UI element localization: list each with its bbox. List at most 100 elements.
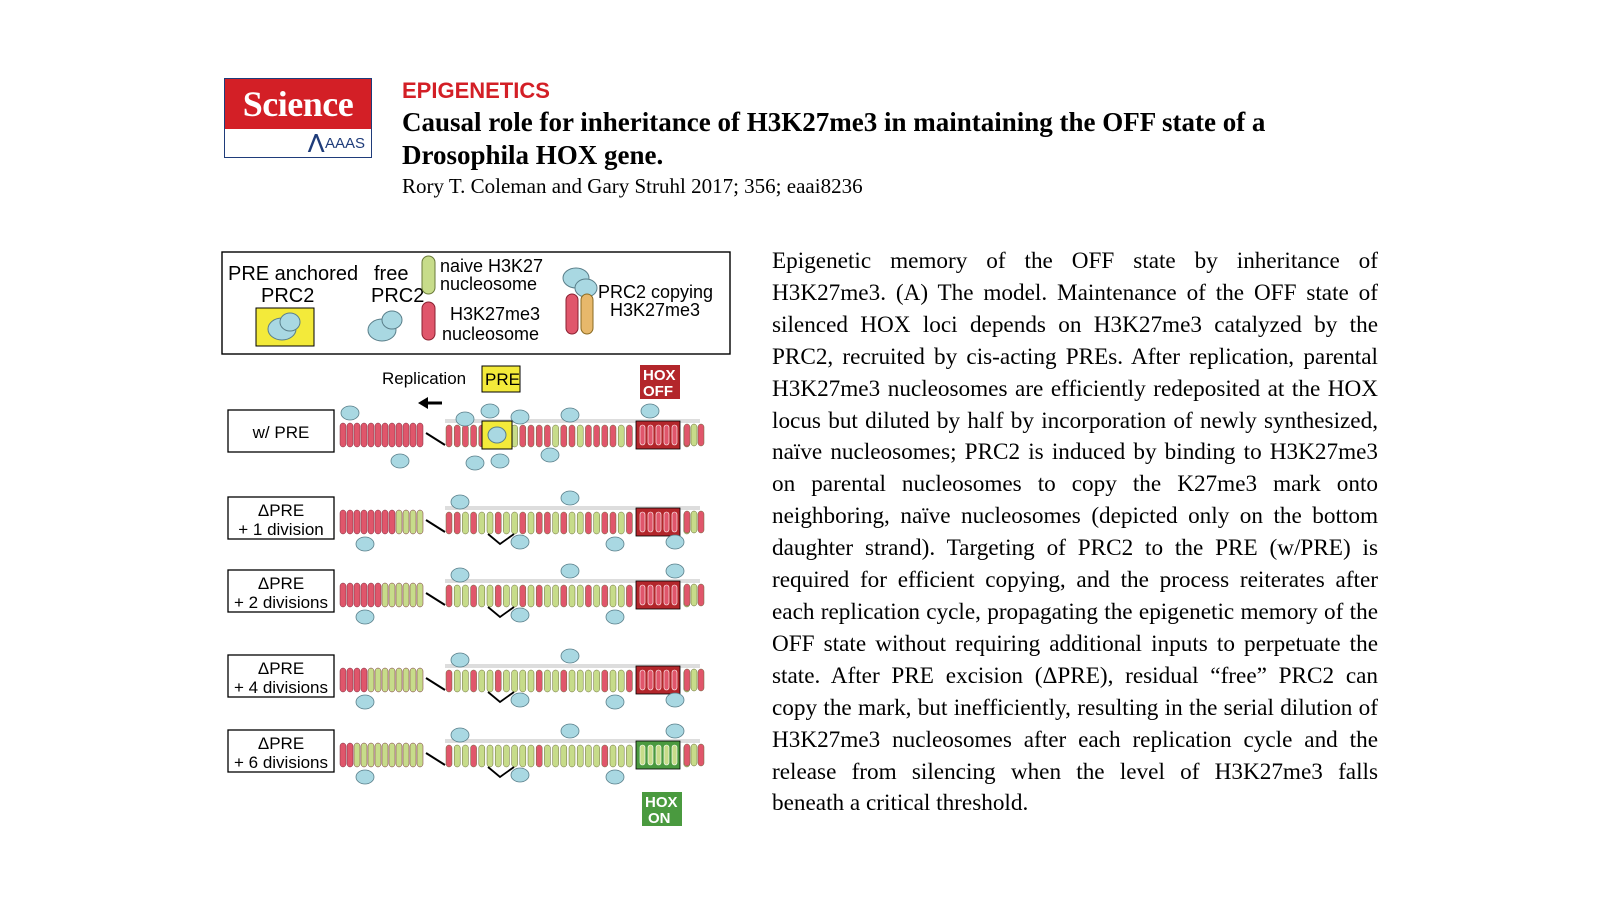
prc2-complex	[355, 609, 375, 625]
prc2-complex	[560, 490, 580, 506]
hox-on-box	[642, 792, 682, 826]
nucleosome	[360, 422, 368, 448]
row-label: ΔPRE	[258, 734, 304, 753]
nucleosome	[409, 422, 417, 448]
nucleosome	[593, 511, 600, 535]
nucleosome	[339, 422, 347, 448]
model-figure: PRE anchored PRC2 free PRC2 naive H3K27 …	[220, 250, 740, 850]
nucleosome	[552, 669, 559, 693]
nucleosome	[626, 669, 633, 693]
nucleosome	[374, 422, 382, 448]
legend-me3-2: nucleosome	[442, 324, 539, 344]
row-label-box	[227, 496, 335, 540]
science-logo: Science ⋀AAAS	[224, 78, 372, 158]
nucleosome	[576, 424, 584, 448]
prc2-complex	[510, 692, 530, 708]
nucleosome	[527, 744, 535, 768]
prc2-complex	[450, 494, 470, 510]
hox-nucleosome	[671, 744, 678, 766]
hox-off-line1: HOX	[643, 367, 676, 384]
nucleosome	[367, 509, 375, 535]
nucleosome	[617, 584, 625, 608]
nucleosome	[416, 422, 424, 448]
nucleosome	[339, 582, 347, 608]
nucleosome	[697, 743, 705, 767]
nucleosome	[511, 584, 518, 608]
nucleosome	[486, 744, 494, 768]
row-label: ΔPRE	[258, 659, 304, 678]
nucleosome	[560, 424, 568, 448]
dna-strand	[425, 677, 446, 691]
nucleosome	[462, 744, 469, 768]
nucleosome	[552, 424, 559, 448]
hox-nucleosome	[671, 669, 678, 691]
nucleosome	[626, 511, 633, 535]
nucleosome	[535, 669, 543, 693]
nucleosome	[697, 583, 705, 607]
nucleosome	[690, 668, 698, 692]
nucleosome	[339, 742, 347, 768]
hox-nucleosome	[639, 511, 646, 533]
nucleosome	[527, 424, 535, 448]
nucleosome	[486, 669, 494, 693]
nucleosome	[486, 511, 494, 535]
nucleosome	[470, 584, 477, 608]
prc2-complex	[605, 609, 625, 625]
nucleosome	[388, 742, 396, 768]
nucleosome	[585, 584, 592, 608]
pre-label-box	[481, 365, 521, 393]
nucleosome	[544, 424, 551, 448]
citation: Rory T. Coleman and Gary Struhl 2017; 35…	[402, 174, 863, 198]
nucleosome	[519, 744, 527, 768]
nucleosome	[395, 742, 403, 768]
nucleosome	[486, 584, 494, 608]
nucleosome	[445, 424, 453, 448]
nucleosome	[346, 509, 354, 535]
nucleosome	[503, 669, 510, 693]
nucleosome	[353, 509, 361, 535]
nucleosome	[593, 584, 600, 608]
nucleosome	[339, 667, 347, 693]
nucleosome	[609, 584, 617, 608]
nucleosome	[503, 511, 510, 535]
nucleosome	[560, 669, 568, 693]
nucleosome	[402, 509, 410, 535]
nucleosome	[560, 511, 568, 535]
prc2-anchored	[487, 426, 507, 444]
nucleosome	[395, 582, 403, 608]
hox-nucleosome	[639, 744, 646, 766]
pre-excision-gap	[487, 766, 515, 779]
paper-title: Causal role for inheritance of H3K27me3 …	[402, 107, 1266, 170]
nucleosome	[416, 742, 424, 768]
nucleosome	[388, 667, 396, 693]
nucleosome	[395, 509, 403, 535]
hox-nucleosome	[655, 424, 662, 446]
nucleosome	[445, 511, 453, 535]
hox-nucleosome	[655, 511, 662, 533]
nucleosome	[585, 424, 592, 448]
prc2-complex	[605, 769, 625, 785]
hox-nucleosome	[639, 584, 646, 606]
nucleosome	[409, 582, 417, 608]
legend-pre-anchored: PRE anchored	[228, 263, 358, 285]
row-label: ΔPRE	[258, 574, 304, 593]
row-label-divisions: + 1 division	[238, 520, 324, 539]
prc2-complex	[455, 411, 475, 427]
prc2-complex	[605, 694, 625, 710]
nucleosome	[395, 667, 403, 693]
legend-copying-2: H3K27me3	[610, 300, 700, 320]
legend-prc2-free: PRC2	[371, 285, 424, 307]
nucleosome	[683, 668, 691, 692]
nucleosome	[470, 424, 477, 448]
hox-on-line1: HOX	[645, 794, 678, 811]
nucleosome	[494, 511, 502, 535]
nucleosome	[409, 509, 417, 535]
row-label-box	[227, 569, 335, 613]
nucleosome	[535, 511, 543, 535]
nucleosome	[609, 511, 617, 535]
nucleosome	[402, 422, 410, 448]
nucleosome	[395, 422, 403, 448]
nucleosome	[576, 584, 584, 608]
nucleosome	[690, 583, 698, 607]
legend-naive-swatch	[421, 255, 436, 295]
